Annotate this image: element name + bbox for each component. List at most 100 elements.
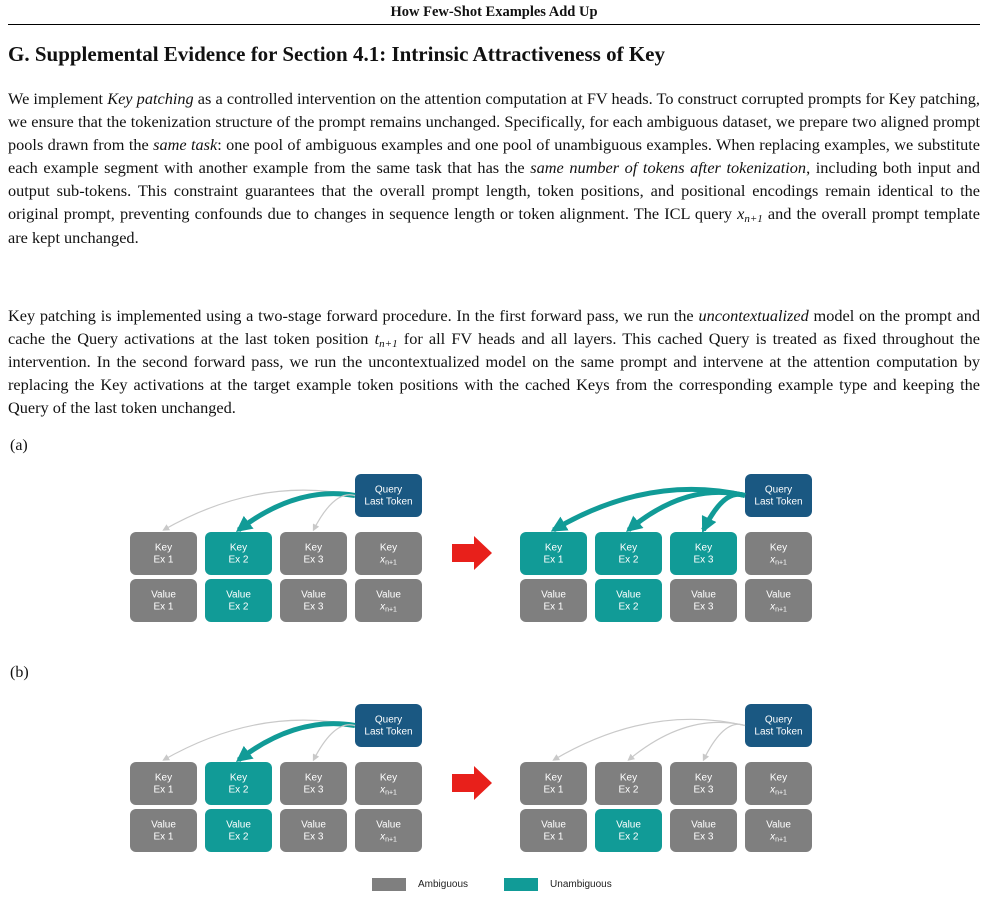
- left-key-ex1-box-line2: Ex 1: [153, 555, 173, 566]
- math-t-n-plus-1: tn+1: [374, 329, 398, 350]
- right-query-box-line2: Last Token: [754, 727, 802, 738]
- math-t: t: [374, 329, 380, 349]
- left-key-ex2-box-line1: Key: [230, 773, 247, 784]
- right-value-query-box-line1: Value: [766, 590, 791, 601]
- left-value-query-box-line1: Value: [376, 590, 401, 601]
- left-value-ex2-box-line1: Value: [226, 590, 251, 601]
- left-key-query-box-line2: xn+1: [379, 555, 397, 567]
- panel-label-a: (a): [10, 437, 28, 454]
- p1-text-3: : one pool of ambiguous examples and one…: [8, 135, 980, 178]
- p2-text-3: for all FV heads and all layers. This ca…: [8, 329, 980, 418]
- p1-text-5: and the overall prompt template are kept…: [8, 204, 981, 247]
- right-value-ex1-box-line2: Ex 1: [543, 832, 563, 843]
- left-attn-arc-ex2: [235, 721, 356, 762]
- right-attn-arc-ex1: [552, 718, 746, 761]
- paragraph-2: Key patching is implemented using a two-…: [8, 304, 980, 419]
- left-key-ex3-box-line2: Ex 3: [303, 555, 323, 566]
- p1-text-2: as a controlled intervention on the atte…: [8, 89, 981, 155]
- left-attn-arc-ex3: [312, 494, 356, 532]
- right-key-ex1-box-line2: Ex 1: [543, 555, 563, 566]
- left-value-ex1-box-line2: Ex 1: [153, 832, 173, 843]
- left-value-ex2-box-line2: Ex 2: [228, 832, 248, 843]
- right-value-ex2-box-line1: Value: [616, 820, 641, 831]
- right-key-query-box-line2: xn+1: [769, 555, 787, 567]
- left-value-ex3-box-line1: Value: [301, 590, 326, 601]
- right-query-box-line2: Last Token: [754, 497, 802, 508]
- p1-emphasis-same-task: same task: [153, 135, 218, 155]
- right-key-query-box-line2: xn+1: [769, 785, 787, 797]
- p1-text-4: , including both input and output sub-to…: [8, 158, 980, 224]
- left-value-ex3-box-line1: Value: [301, 820, 326, 831]
- right-key-ex3-box-line1: Key: [695, 773, 712, 784]
- right-key-query-box-line1: Key: [770, 543, 787, 554]
- math-x-sub: n+1: [744, 213, 763, 226]
- right-value-ex3-box-line2: Ex 3: [693, 602, 713, 613]
- running-head: How Few-Shot Examples Add Up: [390, 4, 598, 20]
- right-value-ex1-box-line1: Value: [541, 590, 566, 601]
- right-key-ex3-box-line2: Ex 3: [693, 785, 713, 796]
- left-value-ex3-box-line2: Ex 3: [303, 832, 323, 843]
- right-value-ex3-box-line1: Value: [691, 820, 716, 831]
- left-key-query-box-line2: xn+1: [379, 785, 397, 797]
- left-key-ex3-box-line1: Key: [305, 543, 322, 554]
- right-value-ex2-box-line1: Value: [616, 590, 641, 601]
- right-key-ex1-box-line1: Key: [545, 773, 562, 784]
- right-value-query-box-line1: Value: [766, 820, 791, 831]
- left-value-ex1-box-line1: Value: [151, 820, 176, 831]
- right-key-ex2-box-line1: Key: [620, 543, 637, 554]
- paragraph-1: We implement Key patching as a controlle…: [8, 87, 980, 249]
- right-key-query-box-line1: Key: [770, 773, 787, 784]
- left-attn-arc-ex2: [235, 491, 356, 532]
- right-value-query-box-line2: xn+1: [769, 602, 787, 614]
- right-attn-arc-ex3: [702, 723, 746, 762]
- left-key-ex3-box-line2: Ex 3: [303, 785, 323, 796]
- left-key-ex1-box-line1: Key: [155, 543, 172, 554]
- legend: Ambiguous Unambiguous: [372, 878, 648, 891]
- left-value-ex2-box-line2: Ex 2: [228, 602, 248, 613]
- right-value-ex3-box-line1: Value: [691, 590, 716, 601]
- math-x: x: [737, 204, 745, 224]
- left-key-ex2-box-line2: Ex 2: [228, 555, 248, 566]
- left-key-ex2-box-line1: Key: [230, 543, 247, 554]
- right-key-ex2-box-line1: Key: [620, 773, 637, 784]
- left-value-query-box-line1: Value: [376, 820, 401, 831]
- right-key-ex3-box-line2: Ex 3: [693, 555, 713, 566]
- legend-unambiguous-swatch: [504, 878, 539, 891]
- left-attn-arc-ex3: [312, 724, 356, 762]
- p2-text-1: Key patching is implemented using a two-…: [8, 306, 699, 325]
- right-query-box-line1: Query: [765, 485, 792, 496]
- right-value-ex2-box-line2: Ex 2: [618, 832, 638, 843]
- right-value-ex3-box-line2: Ex 3: [693, 832, 713, 843]
- p1-emphasis-same-tokens: same number of tokens after tokenization: [530, 158, 807, 178]
- legend-ambiguous-label: Ambiguous: [418, 879, 469, 890]
- left-key-ex3-box-line1: Key: [305, 773, 322, 784]
- right-key-ex3-box-line1: Key: [695, 543, 712, 554]
